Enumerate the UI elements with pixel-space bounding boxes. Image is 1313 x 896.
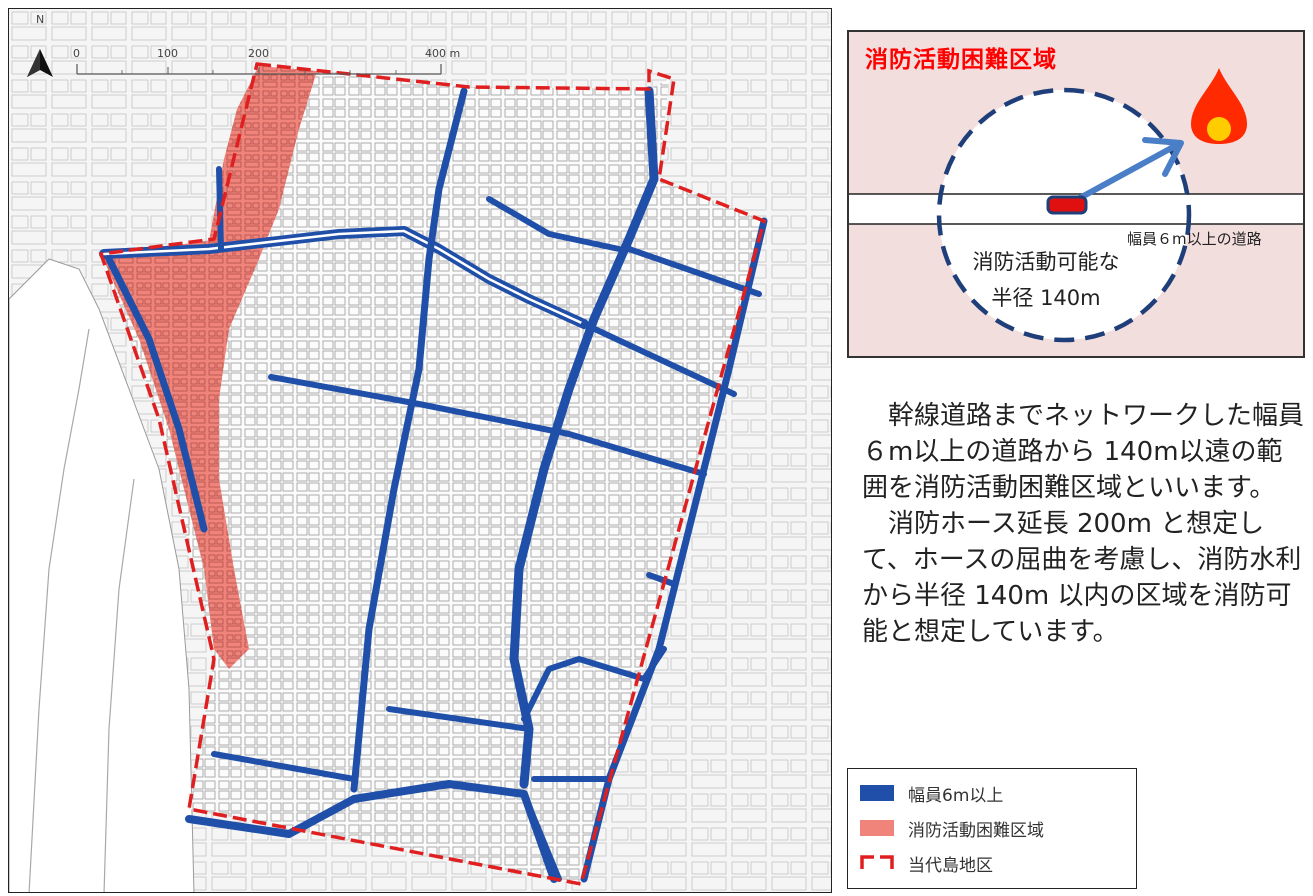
river-bank-2 [103,478,135,892]
description-paragraph-1: 幹線道路までネットワークした幅員６m以上の道路から 140m以遠の範囲を消防活動… [862,401,1305,503]
legend: 幅員6m以上 消防活動困難区域 当代島地区 [847,768,1137,889]
reach-circle-outline [936,87,1192,343]
circle-label-line1: 消防活動可能な [972,250,1120,274]
river-bank [28,328,90,892]
fire-icon [1191,68,1247,144]
district-map: N 0 100 200 400 m [9,9,831,892]
road-network [99,86,768,883]
legend-swatch-difficult-area [860,820,894,836]
diagram-panel: 消防活動困難区域 幅員６m以上の道路 消防活動可能な 半径 140m [847,30,1305,358]
map-frame: N 0 100 200 400 m [8,8,832,893]
description-paragraph-2: 消防ホース延長 200m と想定して、ホースの屈曲を考慮し、消防水利から半径 1… [862,509,1302,647]
scale-tick-0: 0 [73,47,80,60]
river [9,258,195,892]
diagram-illustration [849,68,1303,343]
diagram-title: 消防活動困難区域 [865,47,1057,73]
legend-swatch-road [860,785,894,801]
hydrant-marker [1046,195,1088,215]
legend-item-road: 幅員6m以上 [860,781,1004,806]
legend-label-district: 当代島地区 [908,855,993,876]
arrow-icon [1064,137,1184,208]
legend-item-district: 当代島地区 [860,851,993,876]
scale-tick-200: 200 [248,47,269,60]
road-label: 幅員６m以上の道路 [1127,230,1262,248]
legend-label-road: 幅員6m以上 [908,785,1004,806]
legend-item-difficult-area: 消防活動困難区域 [860,816,1044,841]
district-area [101,64,764,884]
district-boundary [98,62,767,887]
circle-label-line2: 半径 140m [991,286,1101,310]
north-label: N [36,13,44,26]
scale-bar: 0 100 200 400 m [73,47,460,75]
reach-circle [939,90,1189,340]
description: 幹線道路までネットワークした幅員６m以上の道路から 140m以遠の範囲を消防活動… [862,398,1307,650]
legend-label-difficult-area: 消防活動困難区域 [908,820,1044,841]
scale-tick-400: 400 m [425,47,460,60]
difficult-area [101,66,317,669]
north-arrow-icon [27,49,53,77]
legend-swatch-district [860,855,894,869]
scale-tick-100: 100 [157,47,178,60]
